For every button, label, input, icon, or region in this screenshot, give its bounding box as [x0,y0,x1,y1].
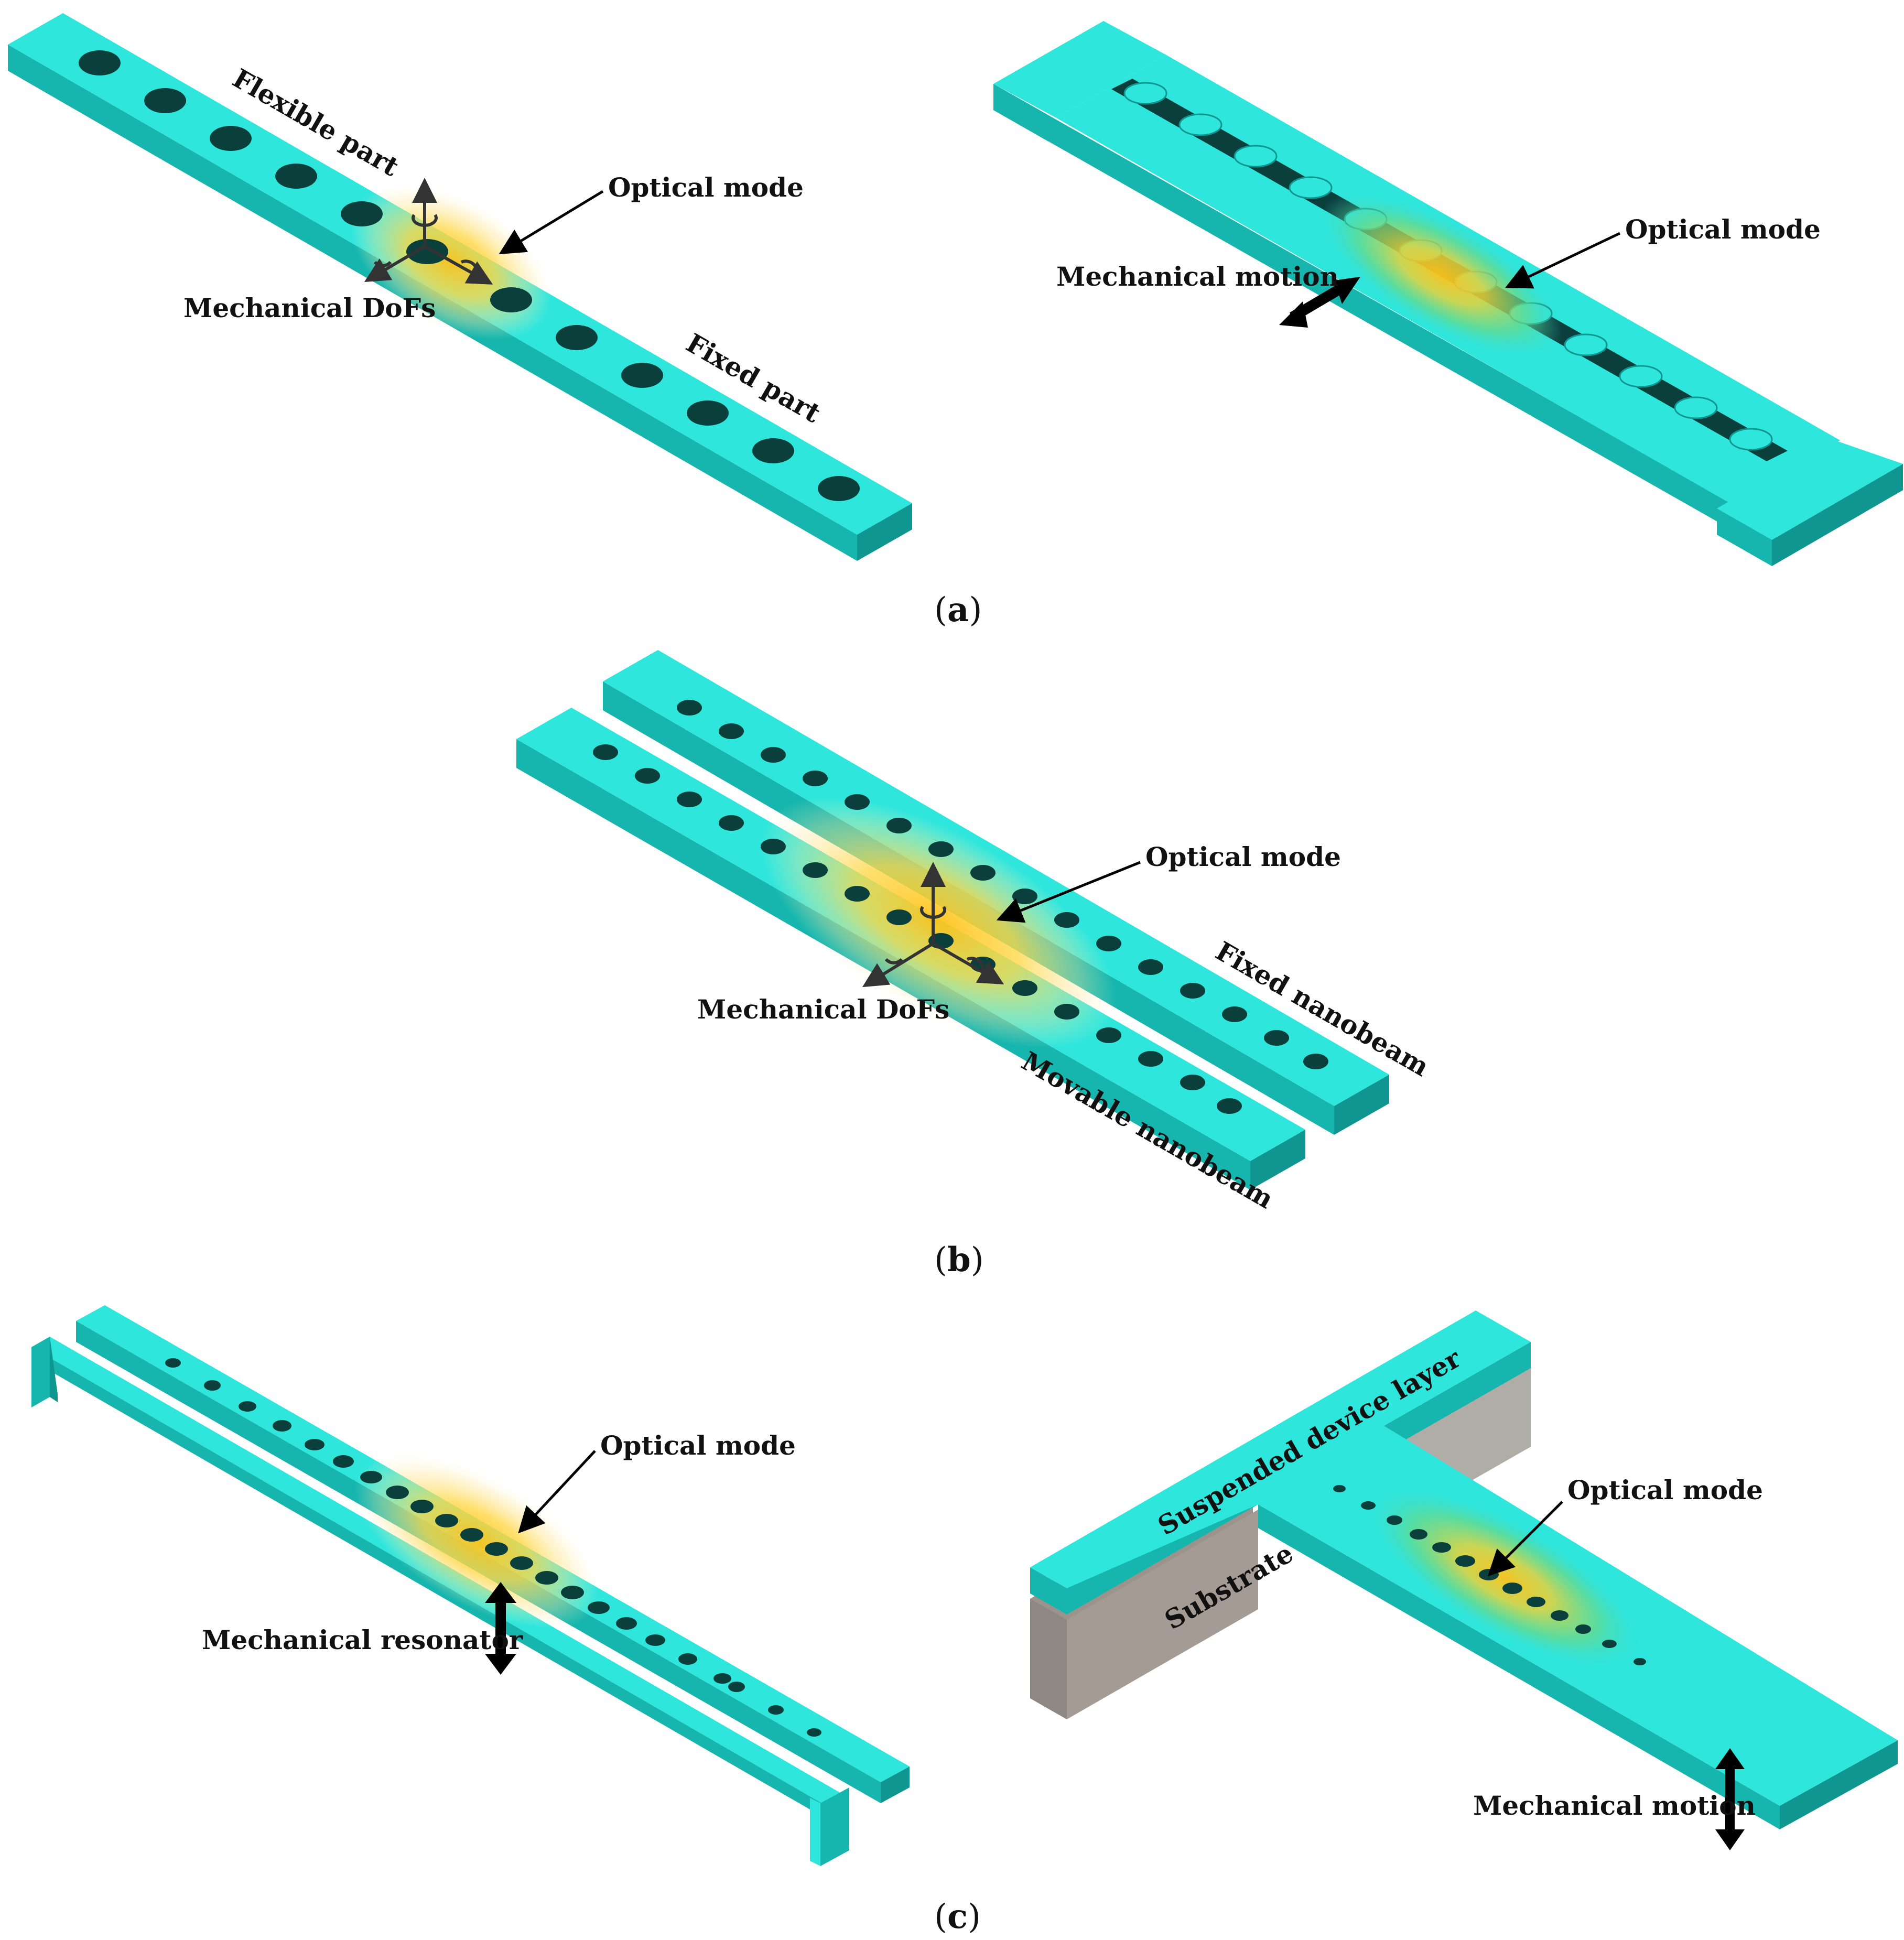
resonator-beam-end [881,1766,910,1803]
pointer-optical-mode-c-right [1487,1501,1563,1577]
rail-c-left-post-left-front [50,1337,58,1402]
anchor-a-right-bottom-right-front [1772,464,1903,566]
label-optical-mode-b: Optical mode [1145,841,1341,872]
device-layer-end [1780,1740,1898,1829]
caption-b-letter: b [947,1240,971,1280]
double-arrow-c-left [485,1582,516,1675]
optical-mode-green-a-right [1321,193,1563,357]
pointer-optical-mode-c-left [518,1450,596,1534]
substrate-side-face [1067,1510,1258,1719]
movable-nanobeam-front [1250,1130,1305,1190]
optical-mode-green-c-right [1370,1488,1639,1668]
dof-axes-a [364,178,493,285]
device-layer-side-arm [1258,1504,1780,1829]
caption-a-letter: a [947,590,969,630]
label-mechanical-dofs-b: Mechanical DoFs [697,994,949,1025]
holes-resonator [165,1358,821,1737]
device-layer-back-side [1384,1342,1531,1452]
panel-c-right: Suspended device layer Substrate Optical… [1030,1310,1898,1850]
label-mechanical-motion-a: Mechanical motion [1056,261,1339,292]
panel-c-left: Optical mode Mechanical resonator [31,1305,910,1866]
panel-b: Optical mode Mechanical DoFs Fixed nanob… [516,650,1434,1215]
holes-fixed-nanobeam [677,700,1328,1069]
caption-a: (a) [934,590,982,630]
rail-c-left-post-right-face [810,1798,820,1866]
label-optical-mode-a-right: Optical mode [1625,214,1821,245]
device-layer-side-left [1030,1567,1067,1614]
anchor-a-right-top-left-side [993,84,1048,142]
holes-a-left [79,50,860,501]
label-mechanical-motion-c: Mechanical motion [1473,1790,1756,1821]
rail-c-left-post-left [31,1337,50,1407]
label-optical-mode-a-left: Optical mode [608,172,804,203]
dof-axes-b [862,862,1004,988]
rail-c-left-post-right [820,1787,849,1866]
pointer-optical-mode-a-left [499,190,604,255]
holes-c-right [1333,1485,1646,1665]
anchor-a-right-bottom-right-side [1717,508,1772,566]
substrate-front-face [1030,1599,1067,1719]
caption-c: (c) [934,1897,981,1936]
caption-b: (b) [934,1240,984,1280]
label-optical-mode-c-right: Optical mode [1567,1475,1763,1505]
anchor-a-right-bottom-right [1717,440,1903,540]
anchor-a-right-top-left [993,21,1166,118]
label-optical-mode-c-left: Optical mode [600,1430,796,1461]
label-mechanical-dofs-a: Mechanical DoFs [183,292,436,323]
optical-mode-glow-c-left [354,1454,600,1629]
caption-c-letter: c [947,1897,968,1936]
fixed-nanobeam-front [1334,1075,1389,1135]
label-mechanical-resonator: Mechanical resonator [202,1624,523,1655]
panel-a-right: Mechanical motion Optical mode [993,21,1903,566]
double-arrow-a-right [1279,277,1360,328]
pointer-optical-mode-a-right [1505,232,1621,289]
beam-a-right-side [993,84,1777,556]
beam-a-left-front [857,503,912,561]
pointer-optical-mode-b [996,861,1141,923]
panel-a-left: Flexible part Optical mode Mechanical Do… [8,13,912,561]
double-arrow-c-right [1715,1748,1745,1850]
